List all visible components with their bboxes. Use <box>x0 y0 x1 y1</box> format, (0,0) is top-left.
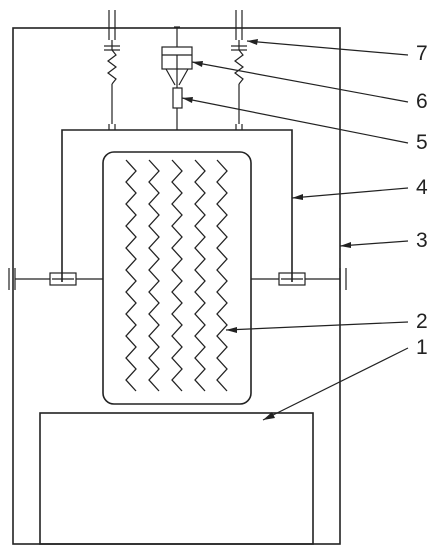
filter-element-waves <box>125 159 228 392</box>
filter-core <box>102 151 252 405</box>
part-labels: 7 6 5 4 3 2 1 <box>416 42 428 359</box>
base-block <box>39 412 314 545</box>
filter-wave-1 <box>125 159 137 392</box>
left-spring <box>104 10 120 124</box>
label-1: 1 <box>416 336 428 359</box>
label-2: 2 <box>416 310 428 333</box>
filter-wave-2 <box>148 159 160 392</box>
left-axle-bearing <box>8 268 103 290</box>
label-4: 4 <box>416 176 428 199</box>
filter-wave-4 <box>194 159 206 392</box>
frame-top-feet <box>108 124 243 130</box>
leader-lines <box>181 40 409 421</box>
label-3: 3 <box>416 229 428 252</box>
leader-arrowheads <box>182 39 351 420</box>
filter-wave-3 <box>171 159 183 392</box>
right-axle-bearing <box>251 268 347 290</box>
filter-wave-5 <box>216 159 228 392</box>
label-5: 5 <box>416 131 428 154</box>
outer-cabinet <box>12 27 341 545</box>
right-spring <box>231 10 247 124</box>
label-7: 7 <box>416 42 428 65</box>
label-6: 6 <box>416 90 428 113</box>
connector <box>172 87 183 130</box>
cylinder <box>161 26 193 88</box>
